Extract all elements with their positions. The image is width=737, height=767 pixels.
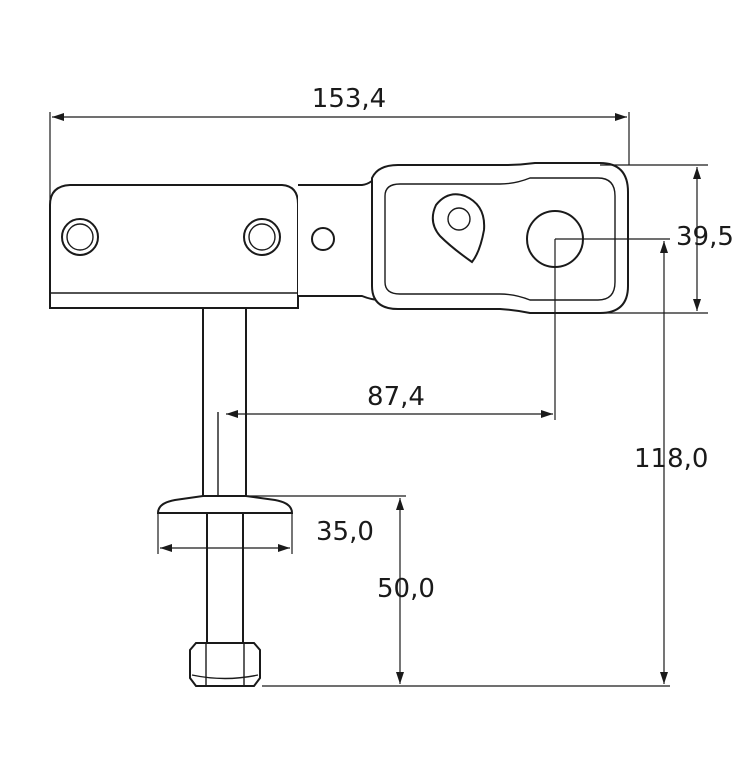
dim-arm-height: 39,5: [592, 164, 734, 314]
clamp-arm-outer: [371, 162, 629, 314]
dim-total-height-label: 118,0: [634, 444, 708, 474]
pivot-pin: [311, 227, 335, 251]
dim-pad-diameter: 35,0: [157, 513, 374, 554]
mounting-hole-right: [243, 218, 281, 256]
clamp-arm-inner: [384, 177, 616, 301]
cam-slot: [431, 193, 486, 264]
dim-spindle-length: 50,0: [248, 495, 435, 684]
pressure-pad: [156, 495, 294, 514]
threaded-rod: [206, 513, 244, 643]
base-plate: [49, 184, 299, 309]
link-strip: [298, 168, 381, 302]
dim-arm-height-label: 39,5: [676, 222, 734, 252]
mounting-hole-left: [61, 218, 99, 256]
spindle-rod: [202, 308, 247, 500]
dim-spindle-length-label: 50,0: [377, 574, 435, 604]
dim-spindle-offset: 87,4: [226, 239, 556, 420]
clamp-body: [49, 162, 629, 687]
dim-pad-diameter-label: 35,0: [316, 517, 374, 547]
dim-overall-length-label: 153,4: [312, 84, 386, 114]
dim-spindle-offset-label: 87,4: [367, 382, 425, 412]
hex-nut: [189, 642, 261, 687]
dim-total-height: 118,0: [262, 238, 708, 687]
dim-overall-length: 153,4: [49, 84, 630, 205]
